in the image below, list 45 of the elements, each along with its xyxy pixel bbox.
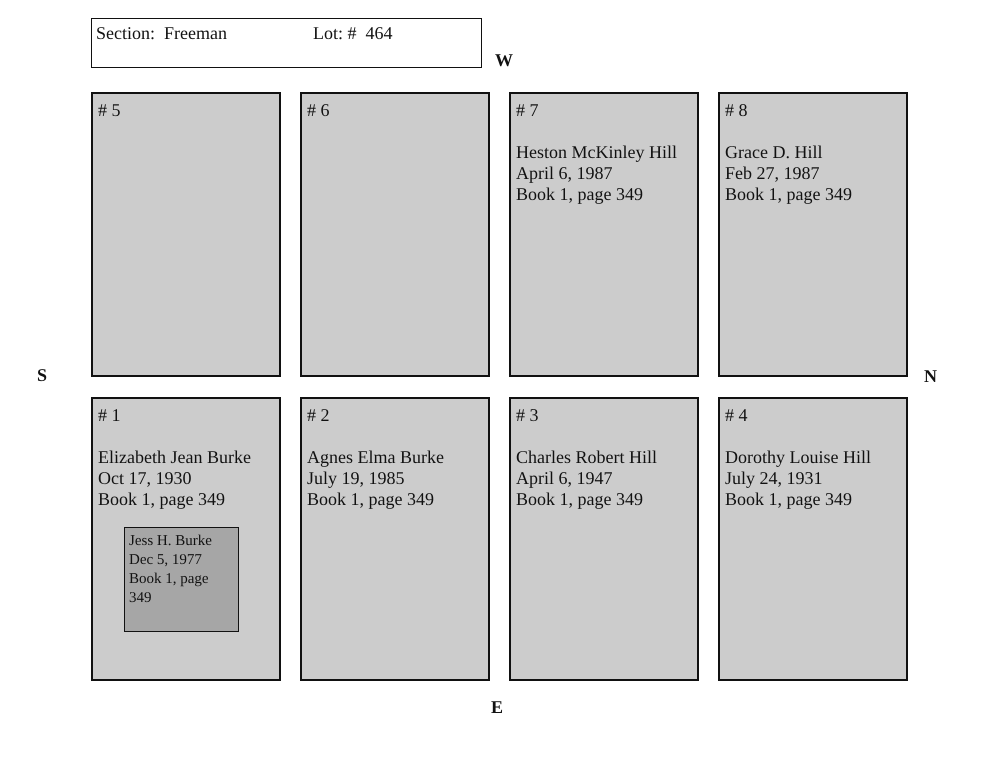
date-text: Feb 27, 1987 <box>725 163 820 184</box>
name-text: Dorothy Louise Hill <box>725 447 871 468</box>
lot-text: Lot: # 464 <box>313 23 392 44</box>
compass-letter: E <box>491 697 504 718</box>
compass-letter: W <box>495 50 513 71</box>
date-text: July 19, 1985 <box>307 468 405 489</box>
grave-plot-box <box>718 92 908 377</box>
name-text: Elizabeth Jean Burke <box>98 447 251 468</box>
plot-number: # 5 <box>98 100 120 121</box>
compass-letter: S <box>37 365 48 386</box>
compass-letter: N <box>924 366 937 387</box>
name-text: Jess H. Burke <box>129 532 212 551</box>
section-text: Section: Freeman <box>96 23 227 44</box>
grave-plot-box <box>718 397 908 681</box>
grave-plot-box <box>509 397 699 681</box>
plot-number: # 1 <box>98 405 120 426</box>
plot-number: # 3 <box>516 405 538 426</box>
plot-number: # 2 <box>307 405 330 426</box>
grave-plot-box <box>300 92 490 377</box>
date-text: April 6, 1987 <box>516 163 612 184</box>
record-text: Book 1, page 349 <box>307 489 434 510</box>
date-text: Dec 5, 1977 <box>129 551 202 570</box>
record-text: Book 1, page 349 <box>725 489 852 510</box>
grave-plot-box <box>300 397 490 681</box>
record-text: Book 1, page 349 <box>725 184 852 205</box>
date-text: July 24, 1931 <box>725 468 823 489</box>
plot-number: # 7 <box>516 100 538 121</box>
plot-number: # 4 <box>725 405 748 426</box>
record-text: Book 1, page 349 <box>98 489 225 510</box>
name-text: Charles Robert Hill <box>516 447 657 468</box>
name-text: Grace D. Hill <box>725 142 822 163</box>
record-text: Book 1, page 349 <box>516 489 643 510</box>
grave-plot-box <box>91 397 281 681</box>
date-text: April 6, 1947 <box>516 468 612 489</box>
grave-plot-box <box>91 92 281 377</box>
record-text: Book 1, page 349 <box>129 570 210 608</box>
plot-number: # 8 <box>725 100 748 121</box>
grave-plot-box <box>509 92 699 377</box>
name-text: Agnes Elma Burke <box>307 447 444 468</box>
plot-number: # 6 <box>307 100 330 121</box>
date-text: Oct 17, 1930 <box>98 468 192 489</box>
inner-plot-box <box>124 527 239 632</box>
name-text: Heston McKinley Hill <box>516 142 677 163</box>
record-text: Book 1, page 349 <box>516 184 643 205</box>
header-box <box>91 18 482 68</box>
